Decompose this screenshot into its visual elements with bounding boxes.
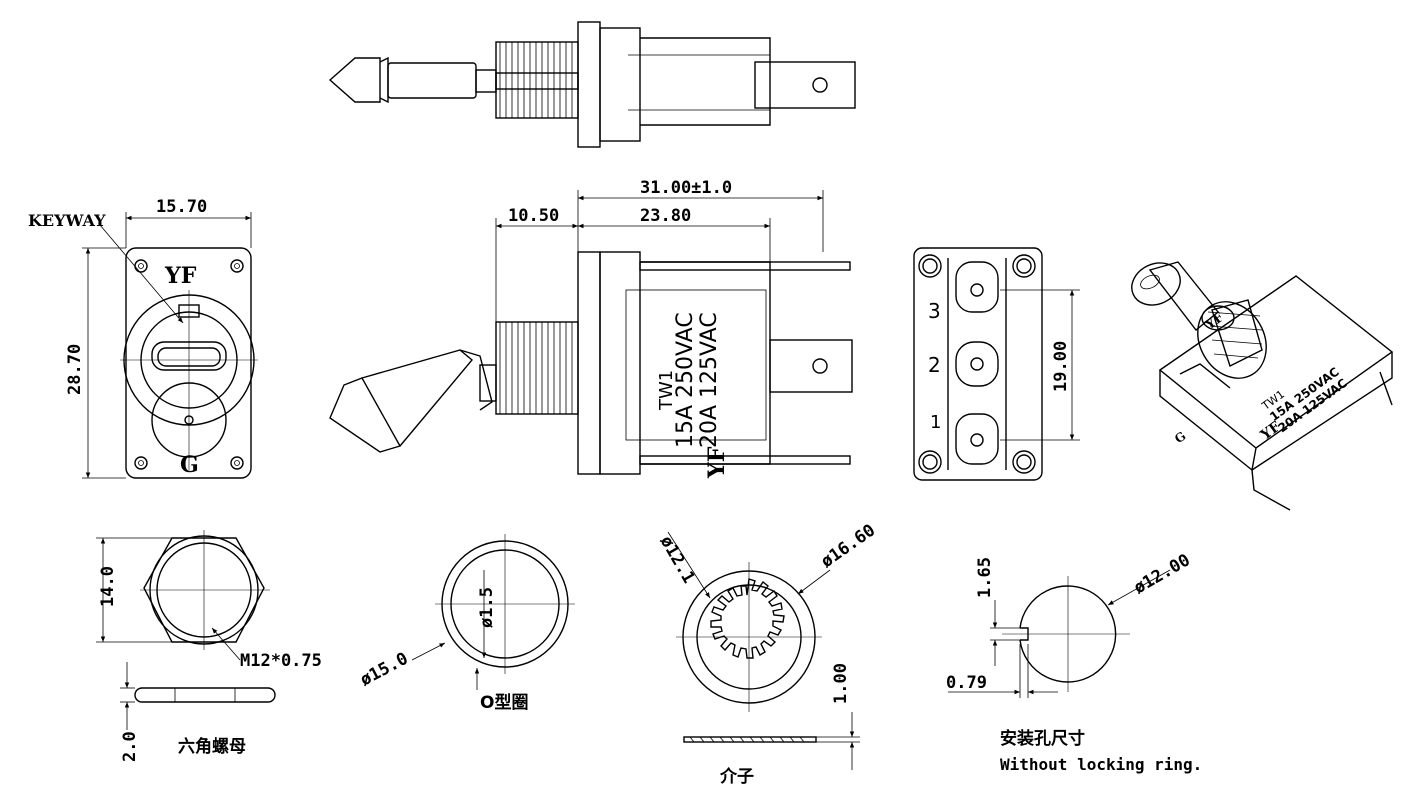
front-view [82, 212, 258, 479]
dim-key-width: 0.79 [946, 673, 987, 693]
dim-body-length: 23.80 [640, 206, 691, 226]
mount-hole [948, 569, 1171, 698]
iso-ground: G [1172, 429, 1189, 446]
front-ground-label: G [180, 452, 199, 478]
dim-bushing-length: 10.50 [508, 206, 559, 226]
top-bushing [495, 41, 579, 119]
dim-nut-thickness: 2.0 [120, 731, 140, 762]
dim-front-height: 28.70 [65, 344, 85, 395]
o-ring [411, 534, 575, 690]
dim-washer-id: ø12.1 [656, 533, 699, 587]
dim-nut-width: 14.0 [98, 566, 118, 607]
dim-thread: M12*0.75 [240, 651, 322, 671]
rating-line-1: 15A 250VAC [673, 312, 698, 448]
oring-caption: O型圈 [480, 692, 528, 713]
top-view [328, 21, 856, 148]
dim-oring-section: ø1.5 [477, 587, 497, 628]
terminal-1: 1 [930, 412, 941, 433]
back-view [913, 247, 1080, 481]
terminal-3: 3 [928, 299, 941, 323]
terminal-2: 2 [928, 353, 941, 377]
dim-key-depth: 1.65 [975, 557, 995, 598]
mount-hole-caption: 安装孔尺寸 [1000, 728, 1085, 749]
side-brand: YF [704, 446, 730, 479]
washer [667, 531, 860, 770]
keyway-label: KEYWAY [28, 211, 106, 230]
dim-front-width: 15.70 [156, 197, 207, 217]
iso-view [1131, 261, 1394, 511]
front-brand: YF [164, 263, 197, 289]
side-marking: TW1 15A 250VAC 20A 125VAC YF [656, 312, 730, 479]
hex-nut-caption: 六角螺母 [178, 736, 246, 757]
dim-hole-dia: ø12.00 [1131, 550, 1194, 598]
dim-terminal-spacing: 19.00 [1051, 341, 1071, 392]
iso-marking: YF TW1 15A 250VAC 20A 125VAC YF G [1172, 310, 1350, 447]
rating-line-2: 20A 125VAC [697, 312, 722, 448]
dim-washer-od: ø16.60 [817, 520, 879, 572]
washer-caption: 介子 [719, 766, 754, 787]
dim-oring-od: ø15.0 [357, 649, 412, 691]
hex-nut [96, 530, 276, 730]
mount-hole-note: Without locking ring. [1000, 755, 1202, 774]
side-bushing [495, 321, 579, 415]
side-view [329, 190, 853, 475]
model-text: TW1 [656, 370, 677, 411]
dim-overall-length: 31.00±1.0 [640, 178, 732, 198]
dim-washer-thickness: 1.00 [831, 663, 851, 704]
